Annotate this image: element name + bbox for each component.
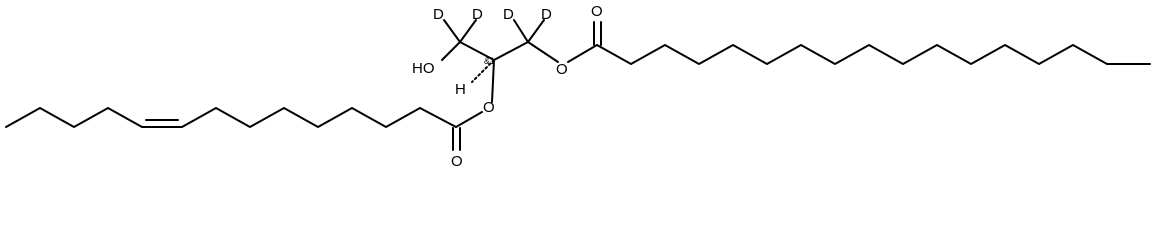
deuterium-label: D bbox=[433, 6, 444, 23]
hydrogen-label: H bbox=[455, 81, 466, 98]
c1-oh-bond bbox=[441, 41, 461, 61]
c3-d4-bond bbox=[527, 19, 545, 43]
hydroxyl-label: HO bbox=[412, 60, 435, 77]
deuterium-label: D bbox=[541, 6, 552, 23]
stereo-tag: &1 bbox=[484, 56, 495, 66]
deuterium-label: D bbox=[503, 6, 514, 23]
ester-oxygen-label: O bbox=[483, 99, 495, 116]
structure-diagram: D D D D HO H &1 O O O O bbox=[5, 3, 1151, 170]
c3-d3-bond bbox=[513, 19, 529, 43]
c3-o-bond bbox=[527, 41, 559, 63]
right-acyl-chain bbox=[596, 43, 1151, 66]
atom-labels: D D D D HO H &1 O O O O bbox=[412, 3, 603, 170]
right-ester-bond bbox=[567, 44, 598, 63]
c2-h-wedge bbox=[471, 59, 495, 83]
left-o-c2-bond bbox=[491, 59, 495, 103]
ester-oxygen-label: O bbox=[556, 61, 568, 78]
c1-d2-bond bbox=[459, 19, 477, 43]
carbonyl-oxygen-label: O bbox=[451, 153, 463, 170]
deuterium-label: D bbox=[472, 6, 483, 23]
c2-c3-bond bbox=[493, 41, 529, 61]
c1-d1-bond bbox=[443, 19, 461, 43]
left-ester-bond bbox=[455, 111, 483, 128]
left-acyl-chain bbox=[5, 106, 457, 129]
c2-c1-bond bbox=[459, 41, 495, 61]
bond-lines bbox=[5, 19, 1151, 151]
carbonyl-oxygen-label: O bbox=[591, 3, 603, 20]
